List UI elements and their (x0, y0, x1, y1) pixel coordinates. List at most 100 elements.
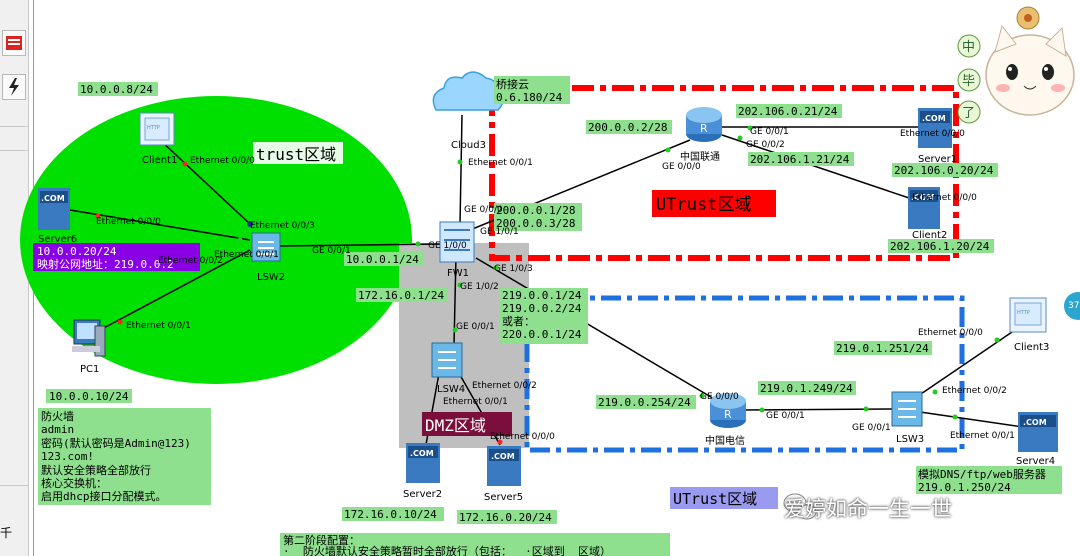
port-client1-e0: Ethernet 0/0/0 (190, 156, 255, 166)
unicom-s1-ip: 202.106.0.21/24 (738, 105, 838, 118)
lightning-tool-icon[interactable] (2, 74, 26, 100)
name-cloud3: Cloud3 (451, 140, 486, 151)
fw-untrust1b: 200.0.0.3/28 (496, 217, 575, 230)
name-client1: Client1 (142, 155, 177, 166)
fw1-icon[interactable] (439, 221, 475, 263)
port-lsw3-e1: Ethernet 0/0/1 (950, 431, 1015, 441)
port-cloud-e1: Ethernet 0/0/1 (468, 158, 533, 168)
client1-ip: 10.0.0.8/24 (80, 83, 153, 96)
unicom-c2-ip: 202.106.1.21/24 (750, 153, 850, 166)
server4-desc: 模拟DNS/ftp/web服务器 (918, 467, 1046, 481)
svg-text:.COM: .COM (1023, 418, 1047, 427)
name-unicom: 中国联通 (680, 150, 720, 163)
fw-untrust2-b: 219.0.0.2/24 (502, 302, 582, 315)
server1-ip: 202.106.0.20/24 (894, 164, 994, 177)
port-fw-ge100: GE 1/0/0 (428, 241, 467, 251)
svg-text:.COM: .COM (922, 114, 946, 123)
pc1-icon[interactable] (72, 319, 106, 357)
port-fw-ge102: GE 1/0/2 (460, 282, 499, 292)
server6-ip: 10.0.0.20/24 (37, 245, 117, 258)
telecom-right-ip: 219.0.1.249/24 (760, 382, 853, 395)
client3-icon[interactable]: HTTP (1009, 297, 1047, 333)
cloud-icon[interactable] (432, 71, 504, 111)
cloud-ip: 0.6.180/24 (496, 91, 563, 104)
client2-ip: 202.106.1.20/24 (890, 240, 990, 253)
untrust-bottom-zone (524, 295, 965, 453)
port-fw-ge000: GE 0/0/0 (464, 205, 503, 215)
firewall-note: 防火墙 admin 密码(默认密码是Admin@123) 123.com! 默认… (38, 408, 211, 505)
unicom-router-icon[interactable]: R (686, 107, 722, 142)
left-toolbar (0, 0, 29, 556)
port-telecom-ge001: GE 0/0/1 (766, 411, 805, 421)
client3-gw-ip: 219.0.1.251/24 (836, 342, 929, 355)
telecom-router-icon[interactable]: R (710, 393, 746, 428)
port-unicom-ge002: GE 0/0/2 (746, 140, 785, 150)
client2-icon[interactable]: .COM (908, 187, 940, 229)
name-server5: Server5 (484, 492, 523, 503)
name-pc1: PC1 (80, 364, 99, 375)
name-lsw2: LSW2 (257, 272, 285, 283)
svg-text:.COM: .COM (491, 452, 515, 461)
port-lsw4-e1: Ethernet 0/0/1 (443, 397, 508, 407)
svg-text:.COM: .COM (41, 194, 65, 203)
client1-icon[interactable]: HTTP (139, 112, 175, 146)
port-telecom-ge000: GE 0/0/0 (700, 392, 739, 402)
lsw2-icon[interactable] (251, 232, 281, 262)
svg-text:R: R (724, 408, 732, 421)
mascot-char-2: 毕 (962, 74, 975, 89)
server4-ip: 219.0.1.250/24 (918, 481, 1011, 494)
svg-text:.COM: .COM (410, 449, 434, 458)
port-lsw2-e1: Ethernet 0/0/1 (214, 250, 279, 260)
stage2-note: 第二阶段配置： · 防火墙默认安全策略暂时全部放行（包括： ·区域到 区域） (280, 533, 670, 556)
name-fw1: FW1 (447, 268, 469, 279)
server5-ip: 172.16.0.20/24 (459, 511, 552, 524)
name-lsw4: LSW4 (437, 384, 465, 395)
lsw4-icon[interactable] (431, 342, 463, 378)
server1-icon[interactable]: .COM (918, 108, 952, 148)
server6-icon[interactable]: .COM (38, 188, 70, 230)
server6-public: 映射公网地址：219.0.0.2 (37, 257, 174, 271)
port-lsw4-ge: GE 0/0/1 (456, 322, 495, 332)
watermark-text: 爱婷如命一生一世 (784, 497, 952, 521)
port-fw-ge103: GE 1/0/3 (494, 264, 533, 274)
zone-label-utrust-bottom: UTrust区域 (673, 490, 757, 508)
name-client2: Client2 (912, 230, 947, 241)
fw-untrust2-a: 219.0.0.1/24 (502, 289, 582, 302)
device-names: Client1 Server6 PC1 LSW2 Cloud3 FW1 LSW4… (38, 140, 1055, 503)
zone-label-dmz: DMZ区域 (425, 416, 486, 435)
zone-label-utrust-top: UTrust区域 (656, 195, 751, 215)
fw-dmz-ip: 172.16.0.1/24 (358, 289, 444, 302)
server2-icon[interactable]: .COM (406, 443, 440, 483)
address-labels: 10.0.0.8/24 10.0.0.20/24 映射公网地址：219.0.0.… (33, 76, 1062, 524)
name-lsw3: LSW3 (896, 434, 924, 445)
untrust-top-zone (489, 85, 959, 261)
port-server5-e0: Ethernet 0/0/0 (490, 432, 555, 442)
port-lsw2-e2: Ethernet 0/0/2 (158, 256, 223, 266)
server5-icon[interactable]: .COM (487, 446, 521, 486)
server2-ip: 172.16.0.10/24 (344, 508, 437, 521)
name-server6: Server6 (38, 234, 77, 245)
name-server4: Server4 (1016, 456, 1055, 467)
mascot-char-3: 了 (962, 106, 975, 121)
port-lsw3-e2: Ethernet 0/0/2 (942, 386, 1007, 396)
unicom-left-ip: 200.0.0.2/28 (588, 121, 667, 134)
cat-mascot-icon (957, 6, 1075, 124)
port-pc1-e1: Ethernet 0/0/1 (126, 321, 191, 331)
lsw3-icon[interactable] (891, 391, 923, 427)
port-unicom-ge000: GE 0/0/0 (662, 162, 701, 172)
wechat-icon (783, 493, 817, 520)
device-tool-icon[interactable] (2, 30, 26, 56)
zone-label-trust: trust区域 (256, 145, 336, 164)
corner-badge[interactable]: 37 (1064, 292, 1080, 320)
svg-text:HTTP: HTTP (147, 125, 160, 131)
port-client3-e0: Ethernet 0/0/0 (918, 328, 983, 338)
pc1-ip: 10.0.0.10/24 (49, 390, 129, 403)
port-lsw2-ge: GE 0/0/1 (312, 246, 351, 256)
fw-trust-ip: 10.0.0.1/24 (346, 253, 419, 266)
name-client3: Client3 (1014, 342, 1049, 353)
server4-icon[interactable]: .COM (1018, 412, 1058, 452)
mascot-char-1: 中 (962, 40, 975, 55)
fw-untrust2-d: 220.0.0.1/24 (502, 328, 582, 341)
port-lsw3-ge: GE 0/0/1 (852, 423, 891, 433)
